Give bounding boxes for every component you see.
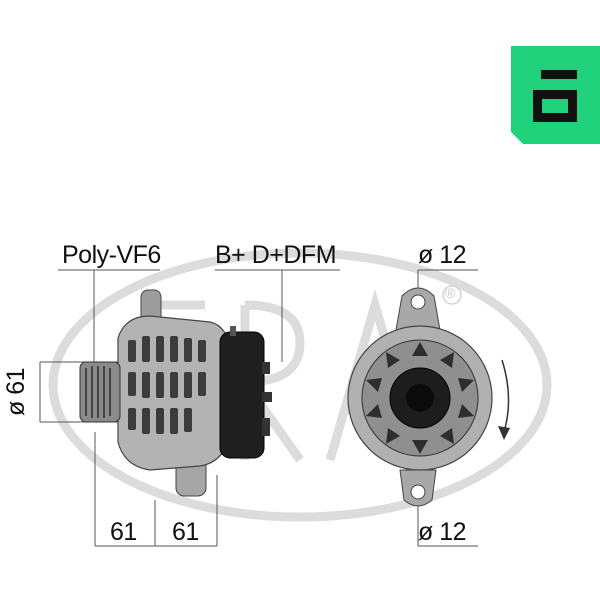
bottom-hole-diameter-label: ø 12	[418, 518, 467, 546]
era-e-logo-icon	[511, 46, 600, 144]
rotation-arrow-icon	[498, 359, 510, 440]
terminals-label: B+ D+DFM	[215, 241, 337, 269]
pulley-type-label: Poly-VF6	[62, 241, 161, 269]
dimension-lines	[39, 269, 478, 547]
era-logo	[511, 46, 600, 144]
alternator-front-view	[347, 287, 493, 507]
registered-mark: ®	[445, 285, 456, 301]
pulley	[79, 361, 121, 423]
dimension-left-value: 61	[110, 518, 137, 546]
dimension-right-value: 61	[172, 518, 199, 546]
top-hole-diameter-label: ø 12	[418, 241, 467, 269]
pulley-diameter-label: ø 61	[2, 367, 31, 417]
alternator-side-view	[79, 289, 272, 497]
registered-circle	[442, 285, 462, 305]
